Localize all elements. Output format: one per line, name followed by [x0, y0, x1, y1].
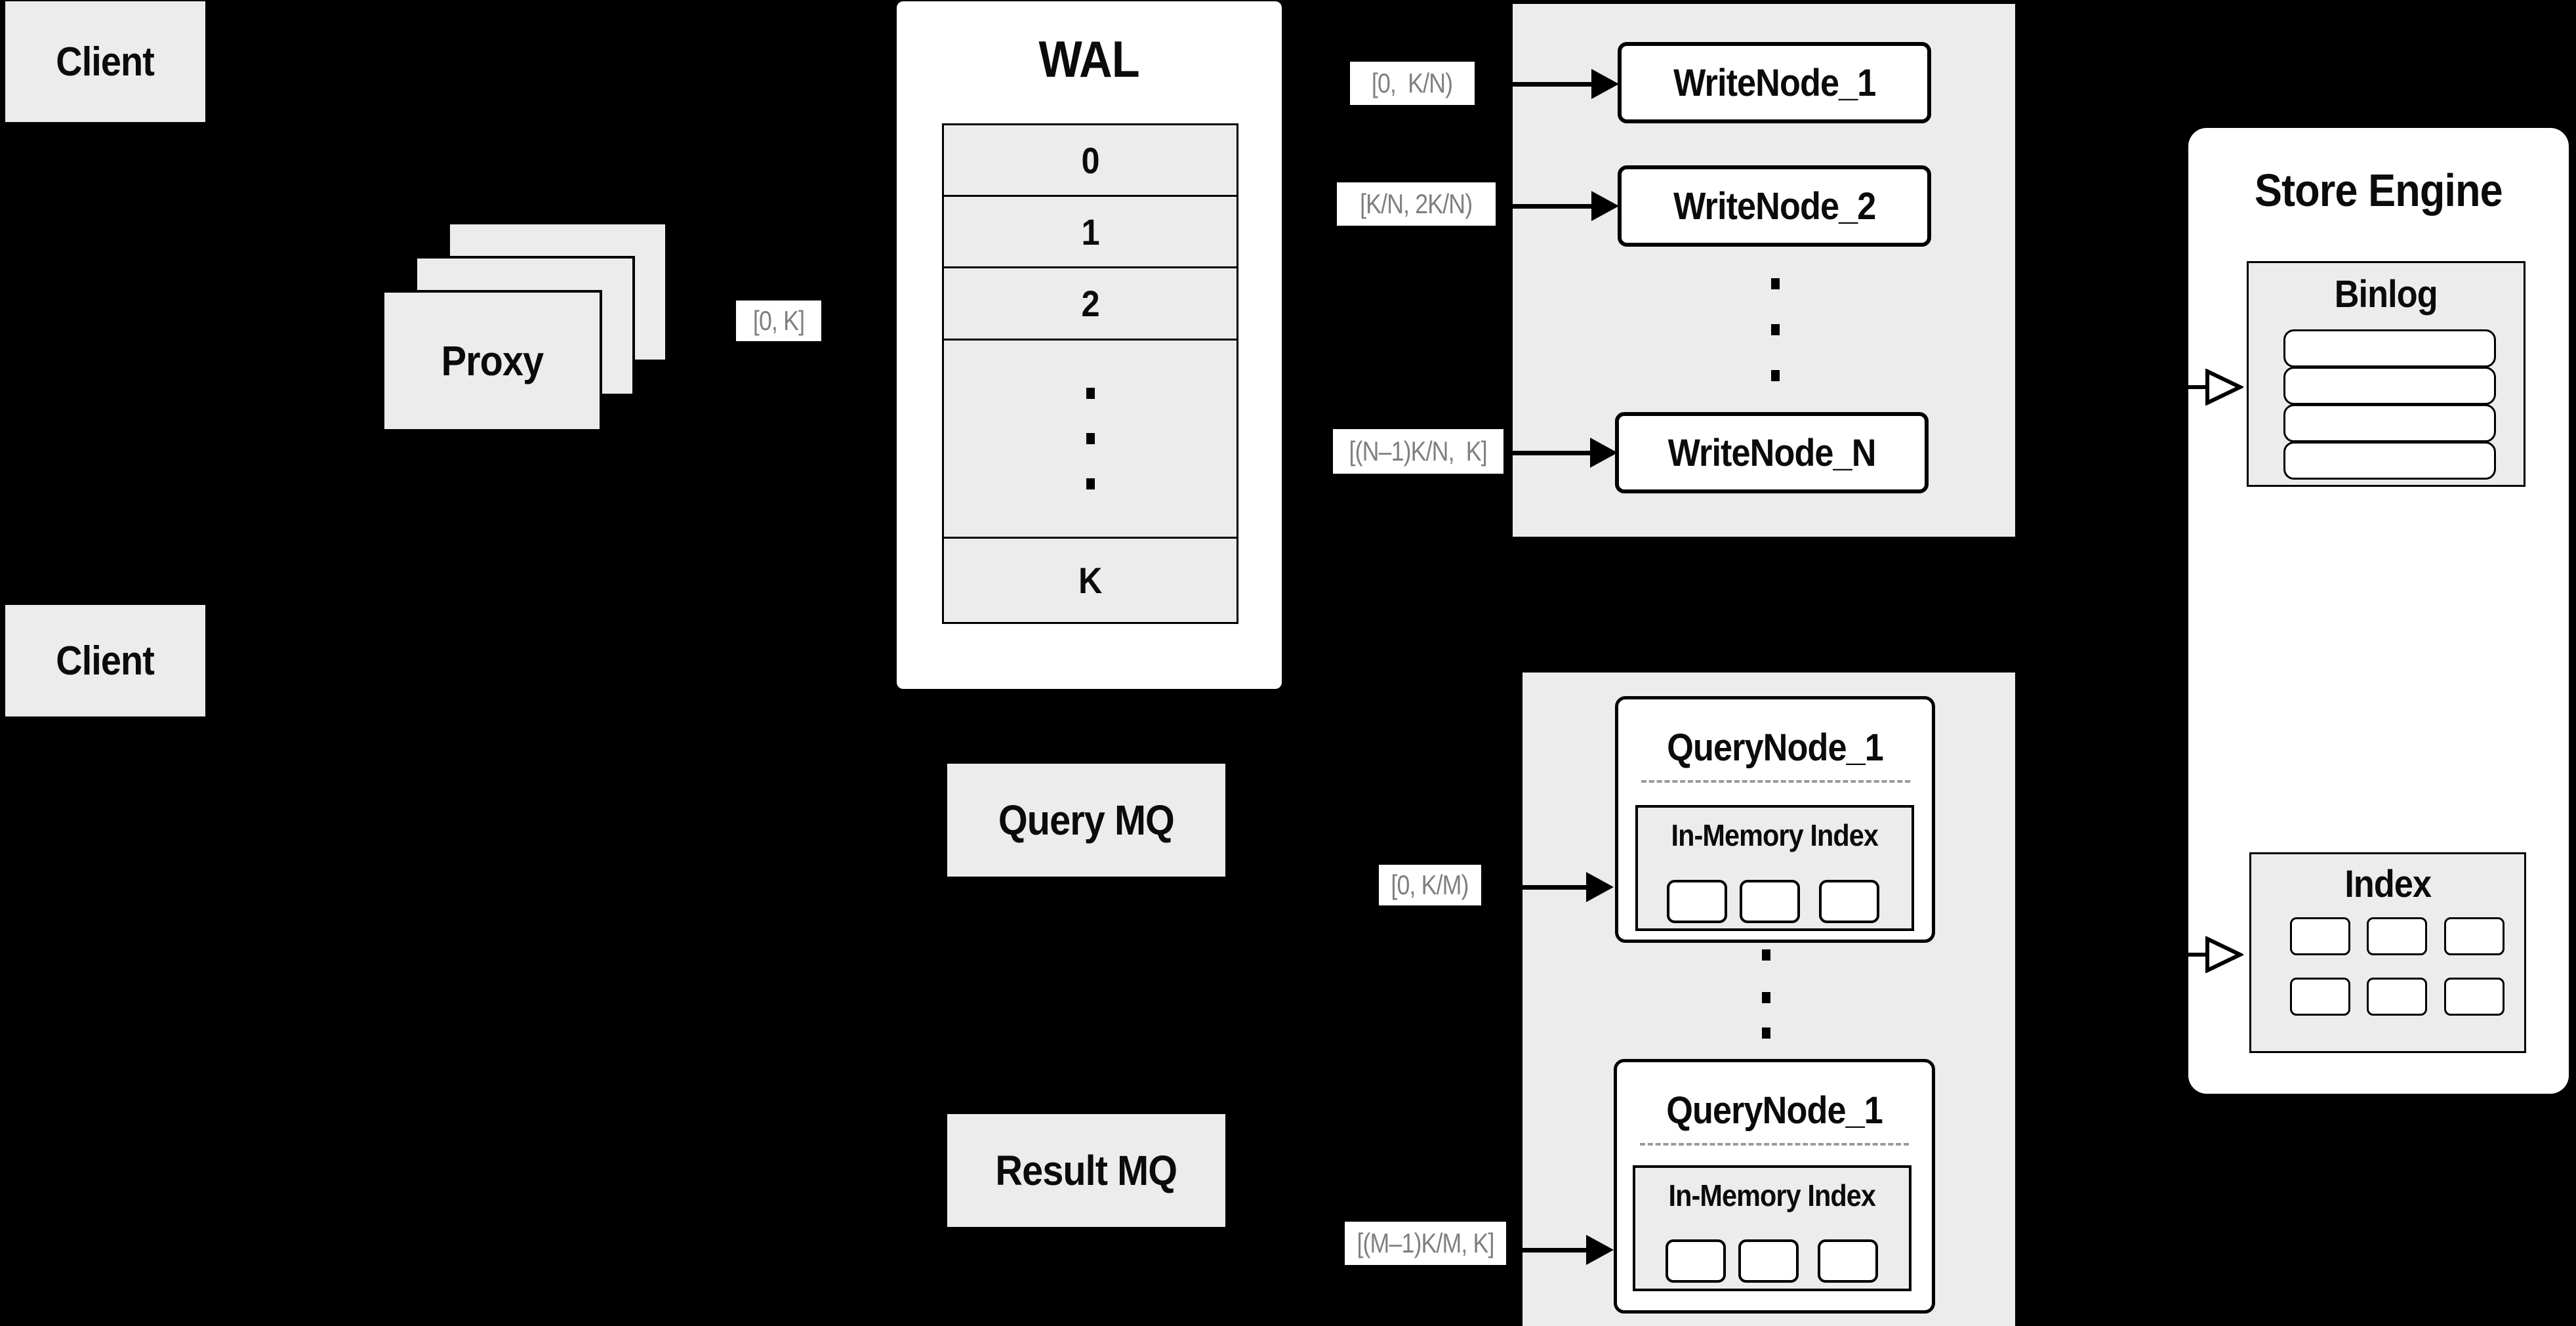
store-engine-title: Store Engine [2255, 165, 2503, 216]
index-segment [1818, 1239, 1878, 1283]
open-arrowhead-icon [2205, 369, 2243, 405]
wal-row-2: 2 [942, 266, 1238, 341]
index-file-segment [2290, 978, 2350, 1016]
ellipsis-dot [1771, 370, 1780, 381]
wal-segment-table: 0 1 2 K [942, 123, 1238, 624]
arrowhead-icon [1586, 1235, 1614, 1265]
wal-panel: WAL 0 1 2 K [897, 1, 1282, 689]
wal-row-1: 1 [942, 195, 1238, 268]
proxy-node-front: Proxy [382, 290, 602, 432]
write-node-2: WriteNode_2 [1618, 165, 1931, 247]
index-file-segment [2444, 978, 2504, 1016]
query-node-bottom-title: QueryNode_1 [1666, 1088, 1883, 1132]
ellipsis-dot [1771, 278, 1780, 289]
ellipsis-dot [1771, 324, 1780, 335]
ellipsis-dot [1086, 478, 1095, 489]
index-title: Index [2344, 862, 2432, 905]
range-chip-query-node-top: [0, K/M) [1379, 865, 1481, 905]
binlog-segment [2283, 404, 2496, 442]
binlog-segment [2283, 329, 2496, 367]
range-chip-query-node-bottom: [(M–1)K/M, K] [1345, 1222, 1506, 1265]
index-segment [1667, 880, 1727, 923]
dashed-divider [1640, 1143, 1909, 1146]
index-segment [1738, 1239, 1799, 1283]
open-arrowhead-icon [2205, 936, 2243, 973]
arrowhead-icon [1590, 438, 1618, 468]
wal-row-k: K [942, 537, 1238, 624]
arrow-to-write-node-2 [1496, 204, 1593, 209]
wal-row-0: 0 [942, 123, 1238, 197]
index-segment [1819, 880, 1879, 923]
ellipsis-dot [1762, 992, 1770, 1003]
arrow-to-write-node-n [1503, 451, 1591, 455]
client-bottom-label: Client [56, 638, 155, 684]
arrow-to-binlog [2142, 385, 2208, 389]
in-memory-index-top-title: In-Memory Index [1671, 818, 1879, 852]
arrowhead-icon [1591, 69, 1619, 99]
client-node-top: Client [5, 1, 205, 122]
arrow-to-write-node-1 [1475, 82, 1593, 87]
write-node-n: WriteNode_N [1615, 412, 1929, 493]
range-chip-write-node-1: [0, K/N) [1350, 62, 1475, 105]
binlog-segment [2283, 367, 2496, 405]
in-memory-index-bottom-title: In-Memory Index [1668, 1178, 1876, 1212]
index-file-segment [2444, 917, 2504, 955]
ellipsis-dot [1762, 1027, 1770, 1039]
client-node-bottom: Client [5, 605, 205, 716]
ellipsis-dot [1086, 388, 1095, 399]
binlog-title: Binlog [2335, 272, 2438, 316]
index-segment [1666, 1239, 1726, 1283]
client-top-label: Client [56, 39, 155, 85]
dashed-divider [1641, 780, 1910, 783]
arrow-to-index [2142, 953, 2208, 957]
wal-title: WAL [1038, 30, 1140, 88]
arrowhead-icon [1591, 191, 1619, 221]
index-file-segment [2290, 917, 2350, 955]
index-file-segment [2367, 978, 2427, 1016]
arrowhead-icon [1586, 872, 1614, 902]
index-file-segment [2367, 917, 2427, 955]
arrow-to-query-node-top [1482, 885, 1587, 890]
result-mq-node: Result MQ [947, 1114, 1225, 1227]
index-segment [1740, 880, 1800, 923]
wal-row-ellipsis [942, 339, 1238, 539]
write-node-1: WriteNode_1 [1618, 42, 1931, 123]
ellipsis-dot [1086, 433, 1095, 444]
query-node-top-title: QueryNode_1 [1667, 726, 1883, 769]
proxy-label: Proxy [441, 337, 543, 384]
range-chip-proxy-to-wal: [0, K] [736, 300, 821, 341]
range-chip-write-node-2: [K/N, 2K/N) [1337, 182, 1496, 226]
ellipsis-dot [1762, 949, 1770, 961]
binlog-segment [2283, 442, 2496, 480]
query-mq-node: Query MQ [947, 764, 1225, 877]
range-chip-write-node-n: [(N–1)K/N, K] [1333, 429, 1503, 474]
arrow-to-query-node-bottom [1506, 1248, 1587, 1253]
